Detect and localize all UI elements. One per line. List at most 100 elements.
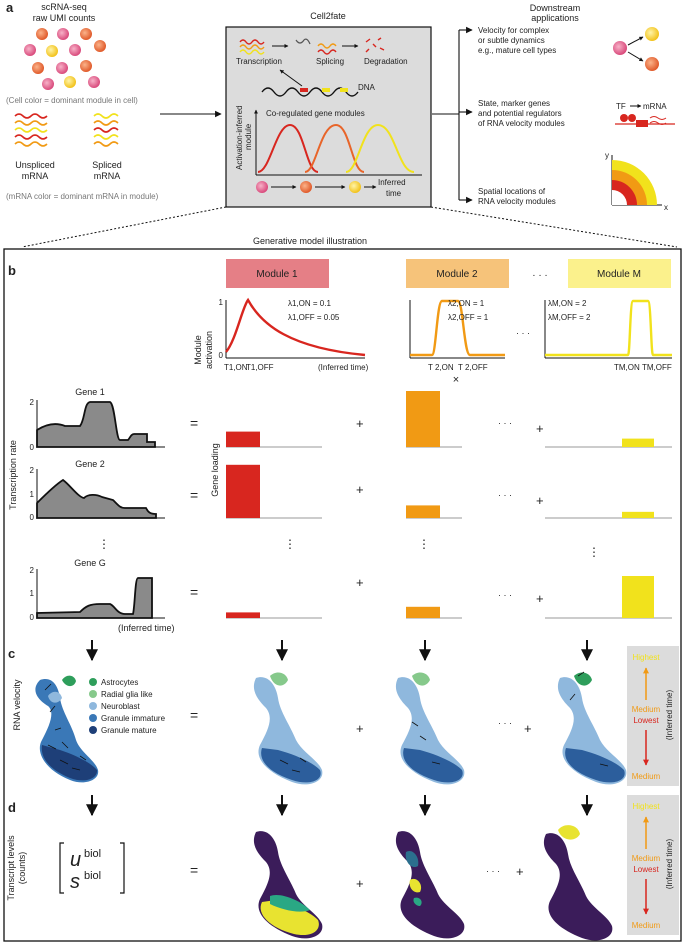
gene2-tick-2: 2 (30, 466, 35, 475)
genes-vdots: ⋮ (98, 537, 110, 551)
m2-tick-off: T 2,OFF (458, 363, 488, 372)
umap-counts-moduleM (543, 825, 613, 941)
legend-swatch (89, 702, 97, 710)
zoom-line-right (430, 206, 678, 248)
c-plus: + (356, 721, 364, 736)
gene1-ellipsis: · · · (498, 418, 512, 428)
umap-counts-module2 (395, 831, 465, 939)
legend-label: Granule immature (101, 714, 166, 723)
gene2-ellipsis: · · · (498, 490, 512, 500)
module2-label: Module 2 (436, 269, 478, 280)
c-plus-2: + (524, 721, 532, 736)
cell2fate-title: Cell2fate (310, 11, 346, 21)
m1-param-on: λ1,ON = 0.1 (288, 299, 331, 308)
inferred-time-2: time (386, 189, 402, 198)
transcript-levels-label-1: Transcript levels (6, 835, 16, 901)
legend-label: Radial glia like (101, 690, 153, 699)
mM-param-off: λM,OFF = 2 (548, 313, 591, 322)
m2-tick-on: T 2,ON (428, 363, 454, 372)
downstream-title-2: applications (531, 13, 579, 23)
loading-bar-gene1-module1 (226, 431, 260, 447)
d-equals: = (190, 862, 198, 878)
unspliced-label-2: mRNA (22, 171, 49, 181)
cell-state-3 (349, 181, 361, 193)
legend-label: Granule mature (101, 726, 157, 735)
d-scale-mid: Medium (632, 854, 661, 863)
left-title-2: raw UMI counts (33, 13, 96, 23)
loading-bar-gene3-module1 (226, 612, 260, 618)
down-arrows-d (86, 795, 593, 817)
gene1-label: Gene 1 (75, 387, 105, 397)
tf-label: TF (616, 102, 626, 111)
umap-velocity-main (35, 675, 99, 783)
app2-line3: of RNA velocity modules (478, 119, 565, 128)
times-sign: × (453, 374, 459, 386)
transcription-icon (239, 39, 265, 55)
app1-line1: Velocity for complex (478, 26, 549, 35)
geneG-plus-2: + (536, 591, 544, 606)
c-scale-mid: Medium (632, 705, 661, 714)
generative-frame (3, 248, 682, 942)
legend-label: Astrocytes (101, 678, 138, 687)
module-plot-dots: · · · (516, 328, 530, 338)
loading-bar-gene3-module3 (622, 576, 654, 618)
app3-line2: RNA velocity modules (478, 197, 556, 206)
splicing-loop-icon (295, 38, 311, 45)
panel-c-letter: c (8, 646, 15, 661)
d-plus: + (356, 876, 364, 891)
spliced-label-1: Spliced (92, 160, 122, 170)
c-scale-axis: (Inferred time) (665, 690, 674, 741)
rna-velocity-label: RNA velocity (12, 679, 22, 731)
mM-tick-on: TM,ON (614, 363, 640, 372)
branch-arrow-down (627, 51, 644, 62)
transcription-rate-label: Transcription rate (8, 440, 18, 510)
u-biol-sup: biol (84, 848, 101, 860)
u-biol-symbol: u (70, 849, 81, 871)
cell-state-1 (256, 181, 268, 193)
gene1-tick-0: 0 (30, 443, 35, 452)
left-title-1: scRNA-seq (41, 2, 87, 12)
gene2-tick-0: 0 (30, 513, 35, 522)
inferred-time-bottom: (Inferred time) (118, 623, 175, 633)
activation-axis-label-1: Activation-inferred (235, 106, 244, 170)
zoom-line-left (21, 206, 227, 248)
m1-param-off: λ1,OFF = 0.05 (288, 313, 340, 322)
geneG-ellipsis: · · · (498, 590, 512, 600)
loadingM-vdots: ⋮ (588, 545, 600, 559)
geneG-tick-1: 1 (30, 589, 35, 598)
gene2-plus-2: + (536, 493, 544, 508)
cell-color-note: (Cell color = dominant module in cell) (6, 96, 138, 105)
spliced-label-2: mRNA (94, 171, 121, 181)
gene1-tick-2: 2 (30, 398, 35, 407)
legend-swatch (89, 714, 97, 722)
s-biol-sup: biol (84, 870, 101, 882)
loading-bar-gene1-module3 (622, 438, 654, 447)
module1-label: Module 1 (256, 269, 298, 280)
loading-bar-gene2-module2 (406, 505, 440, 518)
u-s-vector: u biol s biol (59, 842, 125, 894)
gene2-tick-1: 1 (30, 490, 35, 499)
module1-curve (225, 297, 366, 357)
generative-title: Generative model illustration (253, 236, 367, 246)
legend-swatch (89, 690, 97, 698)
degradation-icon (365, 37, 385, 53)
umap-velocity-module2 (395, 672, 465, 785)
branch-arrow-up (627, 36, 644, 46)
gene-loading-bars (226, 391, 672, 619)
loading-bar-gene2-module3 (622, 511, 654, 518)
module1-header (226, 259, 329, 288)
panel-a-letter: a (6, 0, 14, 15)
gene1-equals: = (190, 415, 198, 431)
branch-cell-root (613, 41, 627, 55)
gene1-plus-2: + (536, 421, 544, 436)
moduleM-curve (545, 299, 672, 357)
downstream-title-1: Downstream (530, 3, 581, 13)
m1-tick-on: T1,ON (224, 363, 248, 372)
cell-state-2 (300, 181, 312, 193)
mM-tick-off: TM,OFF (642, 363, 672, 372)
app2-line2: and potential regulators (478, 109, 562, 118)
umap-counts-module1 (253, 831, 323, 939)
panel-b-letter: b (8, 263, 16, 278)
m1-tick-0: 0 (219, 351, 224, 360)
